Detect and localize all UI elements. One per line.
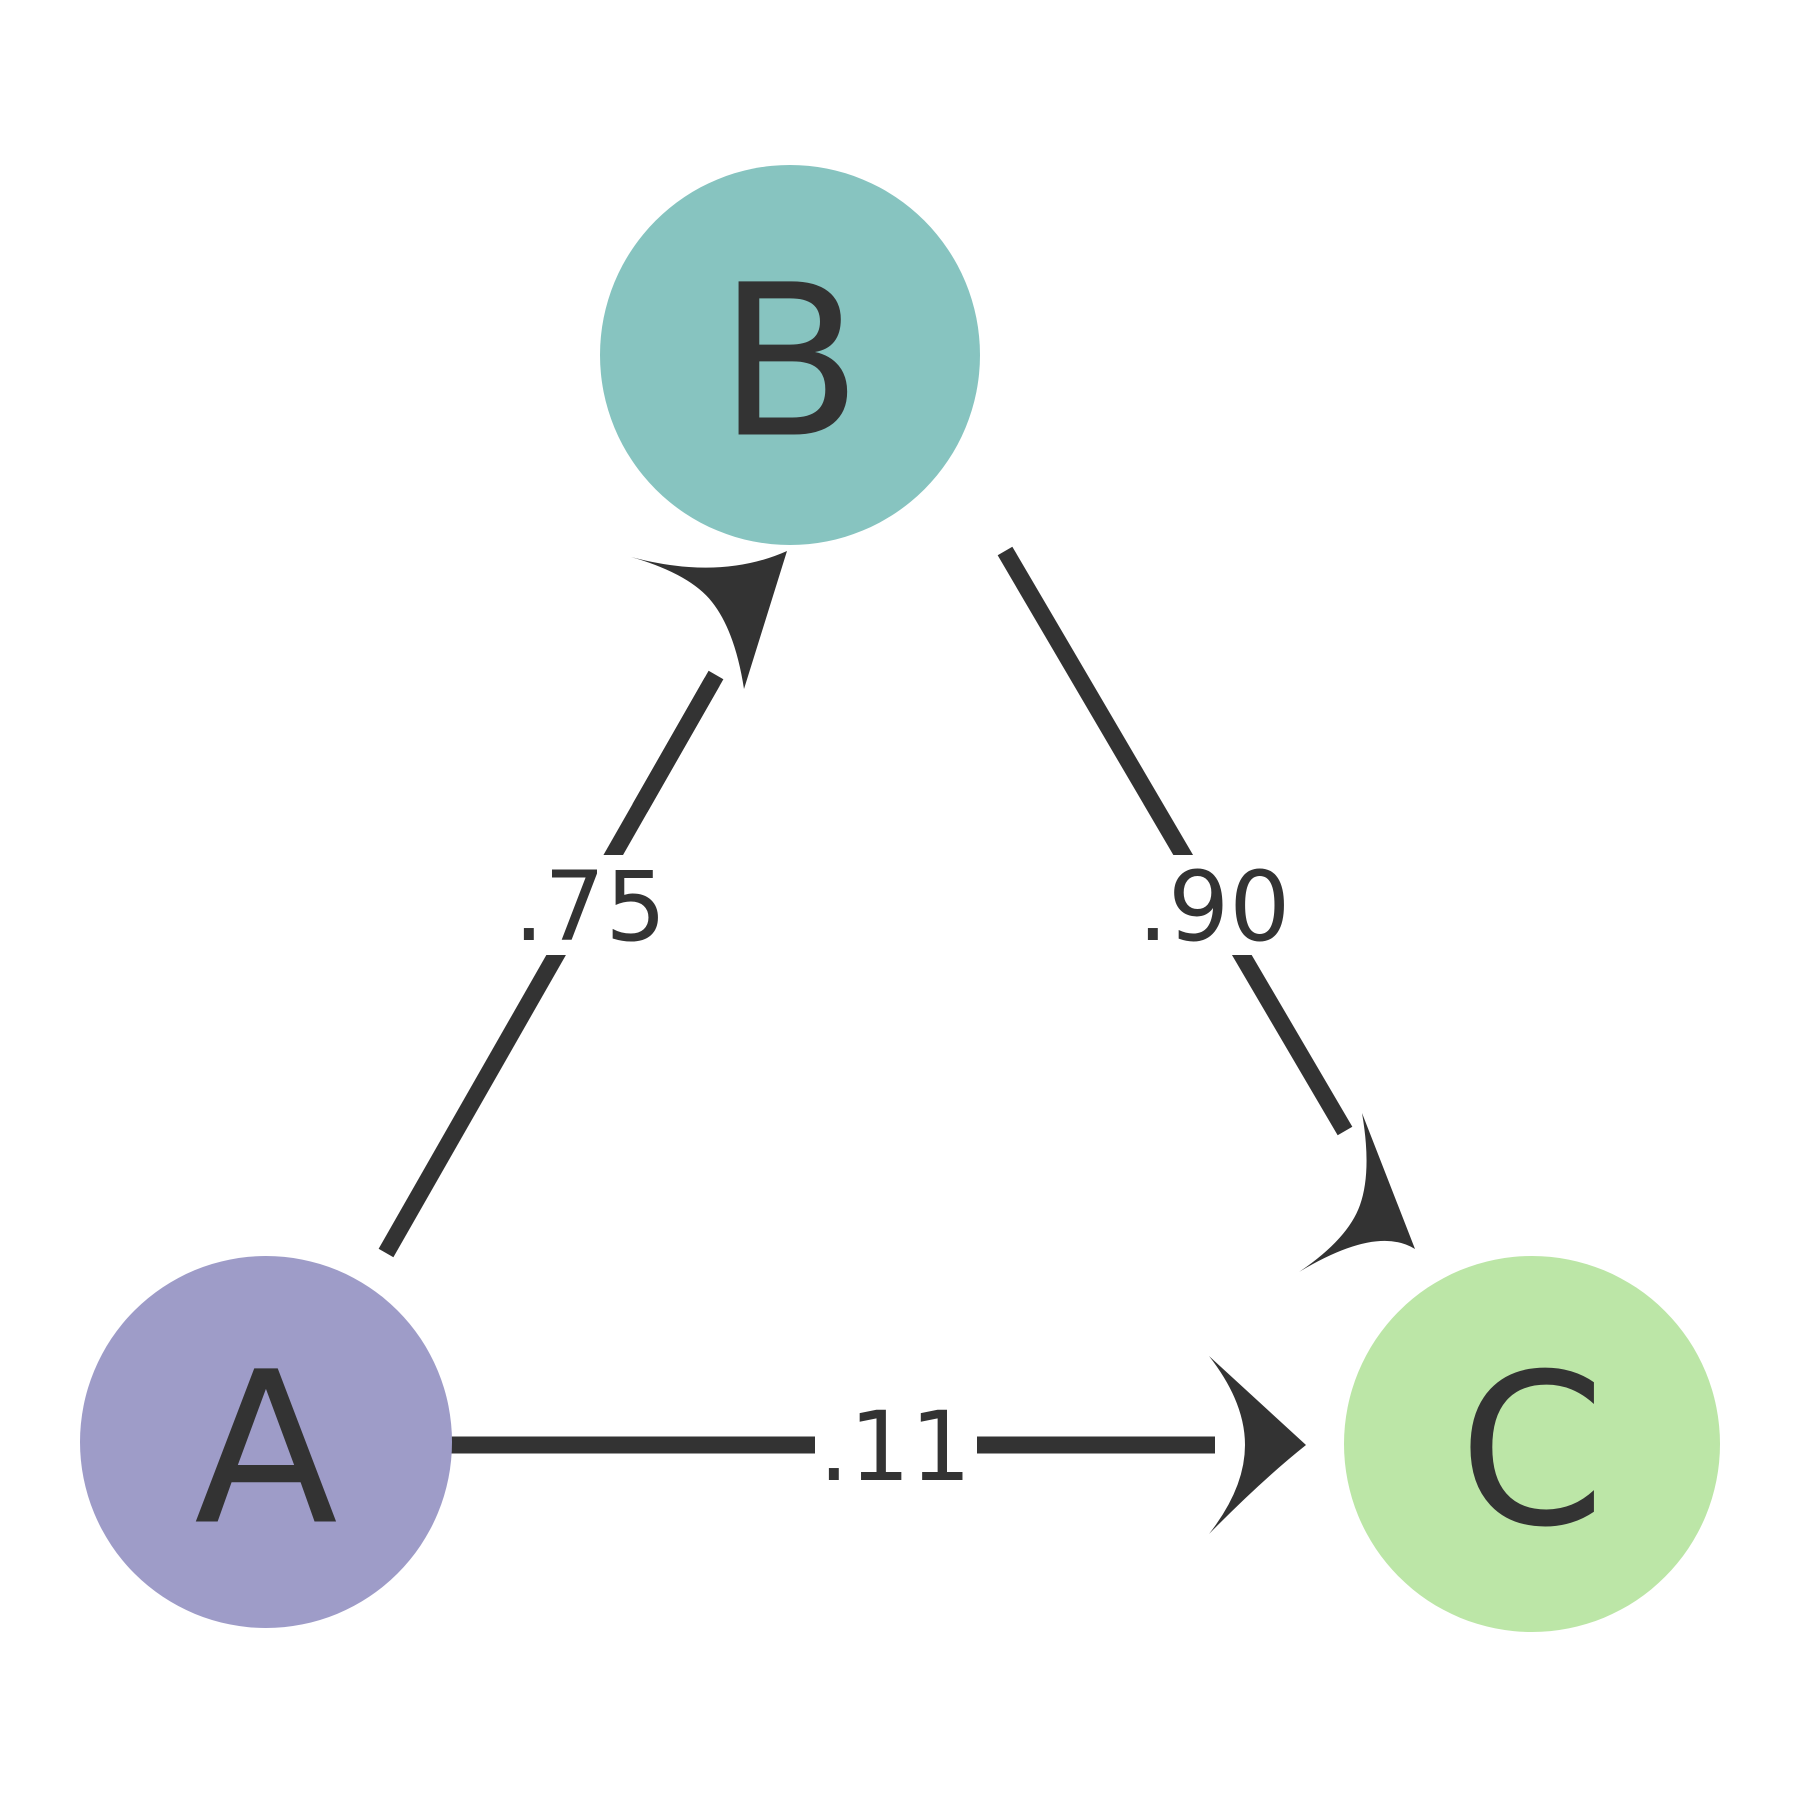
- node-a-label: A: [194, 1327, 338, 1572]
- edge-b-to-c-label-bg: [1136, 855, 1296, 955]
- edge-b-to-c-line: [997, 546, 1353, 1136]
- node-b-circle[interactable]: [600, 165, 980, 545]
- node-b[interactable]: B: [600, 165, 980, 545]
- edges-layer: .75 .90 .11: [378, 546, 1415, 1534]
- edge-a-to-b-label-bg: [510, 855, 670, 955]
- node-c[interactable]: C: [1344, 1256, 1720, 1632]
- edge-b-to-c-label: .90: [1138, 851, 1291, 963]
- node-a-circle[interactable]: [80, 1256, 452, 1628]
- edge-b-to-c-arrowhead: [1299, 1113, 1415, 1272]
- node-c-circle[interactable]: [1344, 1256, 1720, 1632]
- edge-a-to-c[interactable]: .11: [436, 1356, 1306, 1534]
- edge-a-to-c-label: .11: [819, 1391, 972, 1503]
- edge-a-to-b-line-upper: [632, 670, 724, 813]
- node-b-label: B: [718, 240, 862, 485]
- edge-a-to-c-arrowhead: [1209, 1356, 1306, 1534]
- node-a[interactable]: A: [80, 1256, 452, 1628]
- edge-a-to-b[interactable]: .75: [378, 551, 787, 1258]
- edge-a-to-b-arrowhead: [631, 551, 787, 689]
- nodes-layer: B A C: [80, 165, 1720, 1632]
- edge-a-to-c-label-bg: [815, 1392, 977, 1496]
- edge-a-to-b-label: .75: [514, 851, 667, 963]
- node-c-label: C: [1459, 1329, 1606, 1574]
- edge-b-to-c[interactable]: .90: [997, 546, 1415, 1272]
